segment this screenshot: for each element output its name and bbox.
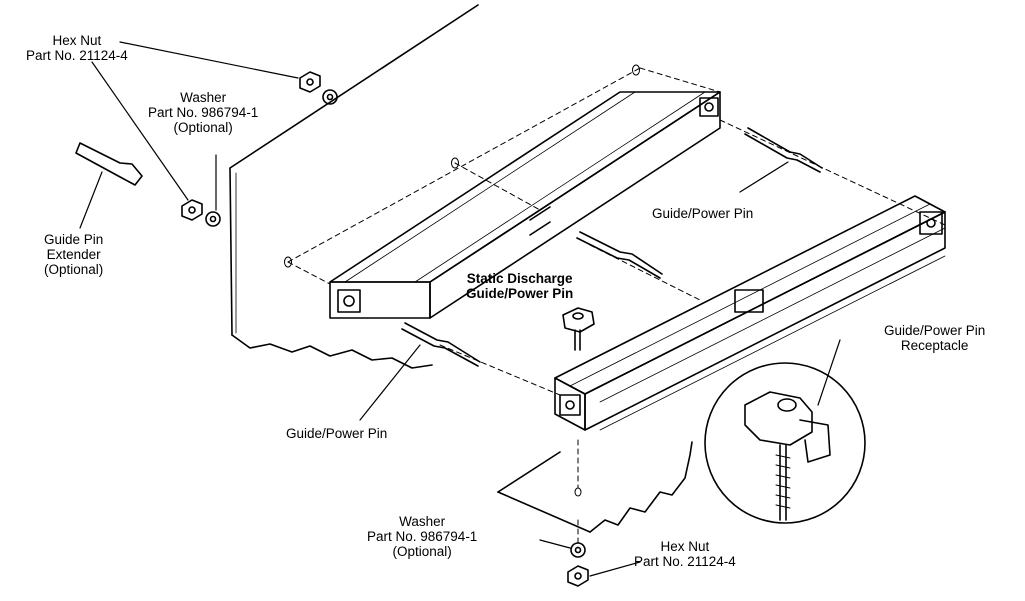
guide-pin-extender-line1: Guide Pin [44,232,104,247]
hex-nut-top-name: Hex Nut [52,33,102,48]
guide-power-pin-upper-text: Guide/Power Pin [652,206,754,221]
static-receptacle-small [562,307,595,351]
washer-bottom-part: Part No. 986794-1 [367,529,478,544]
washer-bottom-label: Washer Part No. 986794-1 (Optional) [367,514,477,559]
hex-nut-bottom-label: Hex Nut Part No. 21124-4 [634,539,736,569]
guide-power-pin-lower-text: Guide/Power Pin [286,426,388,441]
guide-pin-extender-label: Guide Pin Extender (Optional) [44,232,103,277]
static-discharge-label: Static Discharge Guide/Power Pin [466,271,573,301]
hex-nut-top-label: Hex Nut Part No. 21124-4 [26,33,128,63]
receptacle-detail-circle [704,362,866,524]
receptacle-label: Guide/Power Pin Receptacle [884,323,985,353]
static-discharge-line2: Guide/Power Pin [466,286,574,301]
hardware-parts [181,71,589,587]
washer-top-name: Washer [180,90,227,105]
hex-nut-bottom-name: Hex Nut [660,539,710,554]
receptacle-line1: Guide/Power Pin [884,323,986,338]
guide-pin-extender-shape [75,142,143,186]
daughter-board-panel [497,441,693,533]
washer-top-label: Washer Part No. 986794-1 (Optional) [148,90,258,135]
washer-top-note: (Optional) [173,120,233,135]
guide-power-pin-upper-label: Guide/Power Pin [652,206,753,221]
guide-pin-extender-line3: (Optional) [44,262,104,277]
static-discharge-line1: Static Discharge [466,271,573,286]
washer-top-part: Part No. 986794-1 [148,105,259,120]
washer-bottom-note: (Optional) [392,544,452,559]
hex-nut-top-part: Part No. 21124-4 [26,48,128,63]
backplane-panel [229,4,479,369]
washer-bottom-name: Washer [399,514,446,529]
leader-lines [79,41,841,577]
hex-nut-bottom-part: Part No. 21124-4 [634,554,736,569]
guide-pins [401,127,823,367]
lower-connector-housing [554,195,946,431]
receptacle-line2: Receptacle [900,338,969,353]
guide-power-pin-lower-label: Guide/Power Pin [286,426,387,441]
guide-pin-extender-line2: Extender [46,247,101,262]
